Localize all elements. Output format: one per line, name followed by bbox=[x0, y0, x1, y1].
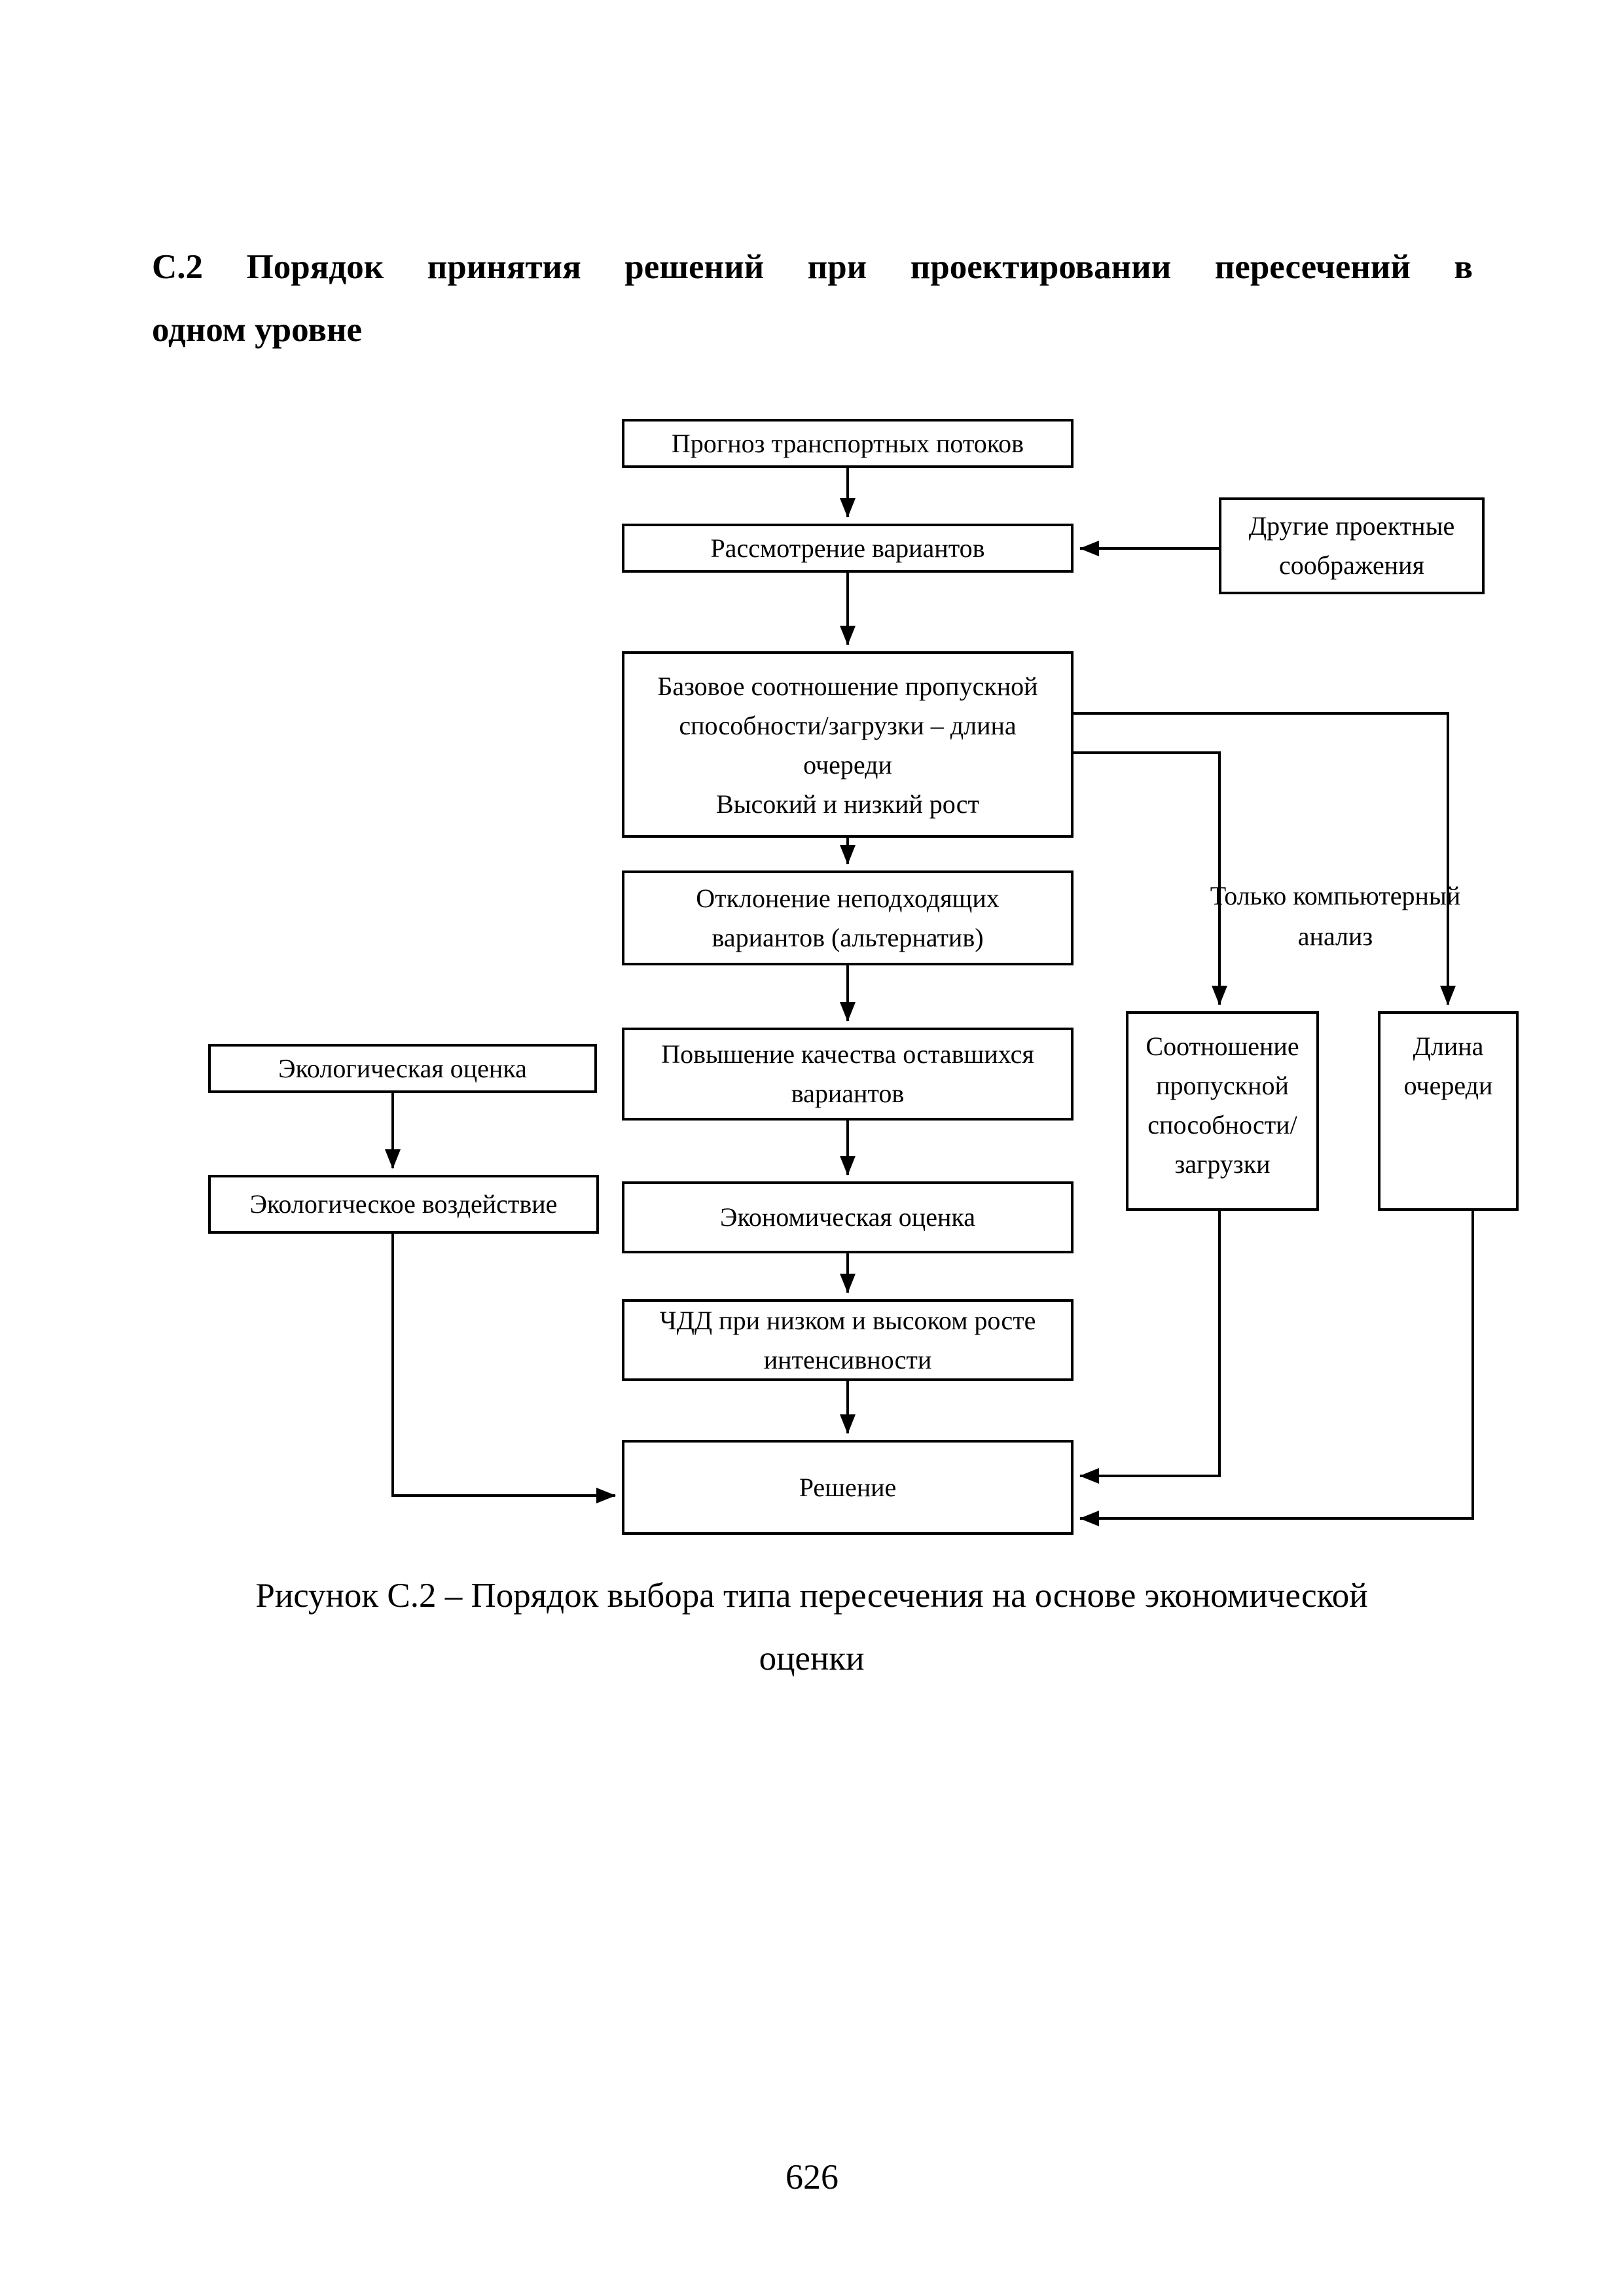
box-decision: Решение bbox=[622, 1440, 1074, 1535]
box-queue-length-label: Длина очереди bbox=[1403, 1031, 1493, 1100]
box-economic-evaluation: Экономическая оценка bbox=[622, 1181, 1074, 1253]
section-heading-line1: С.2 Порядок принятия решений при проекти… bbox=[152, 248, 1473, 286]
section-heading-line2: одном уровне bbox=[152, 311, 363, 349]
connector-eco-impact-to-decision bbox=[391, 1234, 616, 1503]
box-eco-impact: Экологическое воздействие bbox=[208, 1175, 599, 1234]
page-number: 626 bbox=[785, 2157, 839, 2197]
box-capacity-ratio: Соотношение пропускной способности/ загр… bbox=[1126, 1011, 1319, 1211]
box-improve: Повышение качества оставшихся вариантов bbox=[622, 1028, 1074, 1121]
box-eco-evaluation: Экологическая оценка bbox=[208, 1044, 597, 1093]
box-decision-label: Решение bbox=[799, 1472, 897, 1502]
box-queue-length: Длина очереди bbox=[1378, 1011, 1519, 1211]
box-reject-label: Отклонение неподходящих вариантов (альте… bbox=[696, 883, 1000, 952]
box-consideration: Рассмотрение вариантов bbox=[622, 524, 1074, 573]
figure-caption: Рисунок С.2 – Порядок выбора типа пересе… bbox=[196, 1564, 1427, 1690]
box-economic-evaluation-label: Экономическая оценка bbox=[720, 1202, 975, 1232]
box-base-ratio: Базовое соотношение пропускной способнос… bbox=[622, 651, 1074, 838]
figure-caption-line2: оценки bbox=[759, 1640, 865, 1677]
box-forecast: Прогноз транспортных потоков bbox=[622, 419, 1074, 468]
label-computer-only: Только компьютерный анализ bbox=[1210, 881, 1461, 951]
box-npv: ЧДД при низком и высоком росте интенсивн… bbox=[622, 1299, 1074, 1381]
box-other-considerations: Другие проектные соображения bbox=[1219, 497, 1485, 594]
box-eco-evaluation-label: Экологическая оценка bbox=[278, 1053, 527, 1083]
box-eco-impact-label: Экологическое воздействие bbox=[249, 1189, 558, 1219]
box-reject: Отклонение неподходящих вариантов (альте… bbox=[622, 870, 1074, 965]
connector-base-to-queue-length bbox=[1074, 712, 1456, 1005]
connector-capacity-ratio-to-decision bbox=[1079, 1211, 1221, 1484]
connector-base-to-capacity-ratio bbox=[1074, 751, 1227, 1005]
box-base-ratio-label: Базовое соотношение пропускной способнос… bbox=[657, 672, 1038, 819]
box-other-considerations-label: Другие проектные соображения bbox=[1248, 511, 1455, 580]
box-forecast-label: Прогноз транспортных потоков bbox=[671, 428, 1024, 458]
figure-caption-line1: Рисунок С.2 – Порядок выбора типа пересе… bbox=[255, 1577, 1368, 1615]
section-heading: С.2 Порядок принятия решений при проекти… bbox=[152, 236, 1473, 361]
box-consideration-label: Рассмотрение вариантов bbox=[710, 533, 985, 563]
box-improve-label: Повышение качества оставшихся вариантов bbox=[661, 1039, 1034, 1108]
connector-queue-length-to-decision bbox=[1079, 1211, 1474, 1526]
box-npv-label: ЧДД при низком и высоком росте интенсивн… bbox=[659, 1305, 1036, 1374]
box-capacity-ratio-label: Соотношение пропускной способности/ загр… bbox=[1146, 1031, 1299, 1179]
